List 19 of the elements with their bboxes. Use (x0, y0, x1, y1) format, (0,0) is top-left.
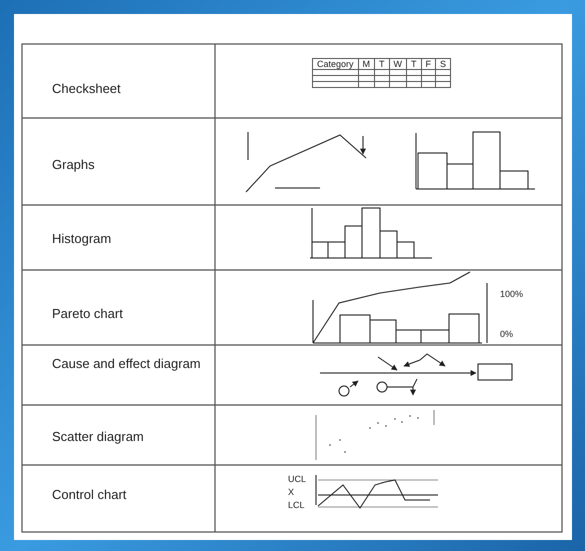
axis-label: X (288, 488, 294, 498)
column-header: T (406, 58, 422, 70)
tool-name: Scatter diagram (52, 430, 144, 444)
tool-name: Checksheet (52, 82, 121, 96)
tool-name: Cause and effect diagram (52, 357, 202, 372)
column-header: W (389, 58, 407, 70)
tool-name: Histogram (52, 232, 112, 246)
tool-name: Pareto chart (52, 307, 123, 322)
tool-name: Control chart (52, 488, 126, 502)
column-header: S (436, 58, 451, 70)
column-header: T (374, 58, 390, 70)
column-header: Category (312, 58, 358, 70)
column-header: F (421, 58, 436, 70)
tool-name: Graphs (52, 158, 95, 172)
axis-label: UCL (288, 475, 306, 485)
column-header: M (358, 58, 375, 70)
axis-label: 100% (500, 290, 524, 300)
axis-label: 0% (500, 330, 514, 340)
axis-label: LCL (288, 501, 305, 511)
